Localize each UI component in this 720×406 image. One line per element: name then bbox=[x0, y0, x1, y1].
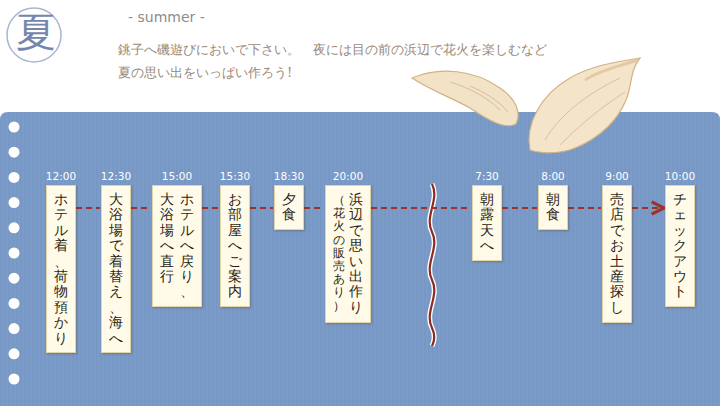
activity-text: 朝食 bbox=[546, 192, 560, 223]
activity-text: 浜辺で思い出作り bbox=[349, 192, 363, 315]
schedule-box: 大浴場で着替え、海へ12:30 bbox=[101, 185, 131, 353]
schedule-box: ホテル着、荷物預かり12:00 bbox=[46, 185, 76, 353]
binder-hole bbox=[9, 222, 20, 233]
timeline-connector bbox=[632, 207, 664, 209]
activity-text: お部屋へご案内 bbox=[228, 192, 242, 300]
time-label: 15:30 bbox=[220, 170, 250, 182]
timeline-connector bbox=[250, 207, 273, 209]
timeline-connector bbox=[202, 207, 219, 209]
time-label: 18:30 bbox=[274, 170, 304, 182]
time-label: 15:00 bbox=[162, 170, 192, 182]
binder-hole bbox=[9, 122, 20, 133]
binder-holes bbox=[9, 122, 20, 385]
schedule-box: 浜辺で思い出作り（花火の販売あり）20:00 bbox=[325, 185, 371, 323]
schedule-box: 夕食18:30 bbox=[274, 185, 304, 230]
timeline-connector bbox=[502, 207, 537, 209]
time-label: 8:00 bbox=[541, 170, 565, 182]
binder-hole bbox=[9, 172, 20, 183]
activity-text: 夕食 bbox=[282, 192, 296, 223]
schedule-box: チェックアウト10:00 bbox=[665, 185, 695, 307]
intro-text: 銚子へ磯遊びにおいで下さい。 夜には目の前の浜辺で花火を楽しむなど bbox=[118, 43, 547, 57]
schedule-box: 朝食8:00 bbox=[538, 185, 568, 230]
binder-hole bbox=[9, 147, 20, 158]
activity-text: ホテル着、荷物預かり bbox=[54, 192, 68, 346]
schedule-box: お部屋へご案内15:30 bbox=[220, 185, 250, 307]
emblem-circle bbox=[7, 8, 61, 62]
binder-hole bbox=[9, 197, 20, 208]
schedule-box: ホテルへ戻り、大浴場へ直行15:00 bbox=[152, 185, 202, 307]
binder-hole bbox=[9, 273, 20, 284]
activity-text: 朝露天へ bbox=[480, 192, 494, 254]
schedule-box: 売店でお土産探し9:00 bbox=[602, 185, 632, 323]
timeline-connector bbox=[304, 207, 324, 209]
shell-illustration bbox=[412, 58, 640, 153]
timeline-connector bbox=[568, 207, 601, 209]
time-label: 7:30 bbox=[475, 170, 499, 182]
season-title: - summer - bbox=[128, 9, 205, 25]
time-label: 9:00 bbox=[605, 170, 629, 182]
season-kanji: 夏 bbox=[16, 10, 56, 54]
activity-text: チェックアウト bbox=[673, 192, 687, 300]
note-text: （花火の販売あり） bbox=[333, 194, 345, 313]
timeline-connector bbox=[76, 207, 100, 209]
timeline-panel bbox=[0, 112, 720, 406]
activity-text: 売店でお土産探し bbox=[610, 192, 624, 315]
intro-text: 夏の思い出をいっぱい作ろう! bbox=[118, 66, 292, 80]
binder-hole bbox=[9, 348, 20, 359]
binder-hole bbox=[9, 248, 20, 259]
binder-hole bbox=[9, 298, 20, 309]
activity-text: ホテルへ戻り、大浴場へ直行 bbox=[160, 192, 194, 300]
schedule-box: 朝露天へ7:30 bbox=[472, 185, 502, 261]
time-label: 12:00 bbox=[46, 170, 76, 182]
binder-hole bbox=[9, 323, 20, 334]
binder-hole bbox=[9, 374, 20, 385]
activity-text: 大浴場で着替え、海へ bbox=[109, 192, 123, 346]
timeline-connector bbox=[371, 207, 471, 209]
time-label: 10:00 bbox=[665, 170, 695, 182]
time-label: 20:00 bbox=[333, 170, 363, 182]
timeline-connector bbox=[131, 207, 151, 209]
time-label: 12:30 bbox=[101, 170, 131, 182]
